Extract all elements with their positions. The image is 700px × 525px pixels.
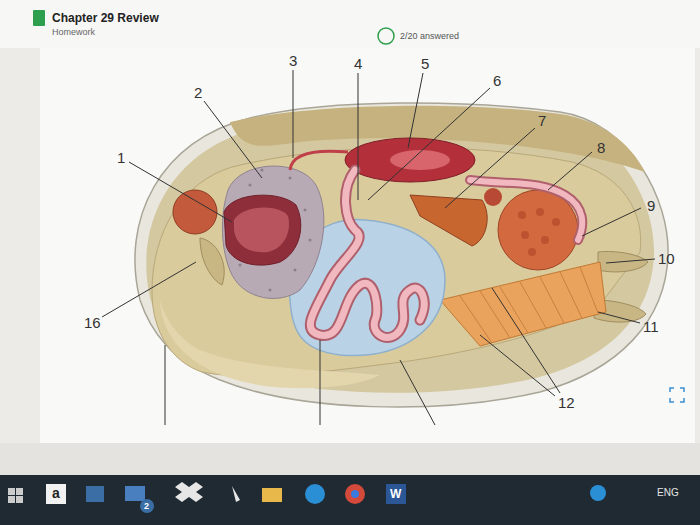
app-icon-letter: W xyxy=(390,488,401,500)
callout-number: 11 xyxy=(643,319,659,334)
callout-number: 4 xyxy=(354,56,362,71)
posterior-adductor xyxy=(498,190,578,270)
doc-icon xyxy=(33,10,45,26)
inner-shell xyxy=(146,116,654,393)
callout-number: 1 xyxy=(117,150,125,165)
page-footer xyxy=(0,443,700,475)
callout-number: 16 xyxy=(84,315,101,330)
ganglion xyxy=(484,188,502,206)
shell xyxy=(135,103,668,407)
stomach xyxy=(224,195,301,265)
leader-lines xyxy=(102,70,655,425)
heart xyxy=(345,138,475,182)
gill xyxy=(440,262,606,346)
progress-text: 2/20 answered xyxy=(400,32,459,41)
mantle-top xyxy=(230,106,645,172)
digestive-gland xyxy=(222,166,323,298)
anterior-adductor xyxy=(173,190,217,234)
callout-number: 10 xyxy=(658,251,675,266)
callout-number: 8 xyxy=(597,140,605,155)
heart-inner xyxy=(390,150,450,170)
taskbar xyxy=(0,475,700,525)
badge-count: 2 xyxy=(144,502,149,511)
stomach-inner xyxy=(234,207,289,252)
palp xyxy=(200,238,224,285)
page-title: Chapter 29 Review xyxy=(52,12,159,24)
progress-ring xyxy=(378,28,394,44)
language-indicator: ENG xyxy=(657,488,679,498)
callout-number: 9 xyxy=(647,198,655,213)
callout-number: 3 xyxy=(289,53,297,68)
kidney xyxy=(410,195,487,246)
taskbar-icons xyxy=(8,482,606,513)
image-panel xyxy=(40,48,695,443)
callout-number: 12 xyxy=(558,395,575,410)
aorta xyxy=(290,151,348,170)
callout-number: 6 xyxy=(493,73,501,88)
header-bar xyxy=(0,0,700,48)
callout-number: 2 xyxy=(194,85,202,100)
callout-number: 5 xyxy=(421,56,429,71)
expand-icon xyxy=(670,388,684,402)
app-icon-letter: a xyxy=(52,486,60,500)
subtitle: Homework xyxy=(52,28,95,37)
callout-number: 7 xyxy=(538,113,546,128)
